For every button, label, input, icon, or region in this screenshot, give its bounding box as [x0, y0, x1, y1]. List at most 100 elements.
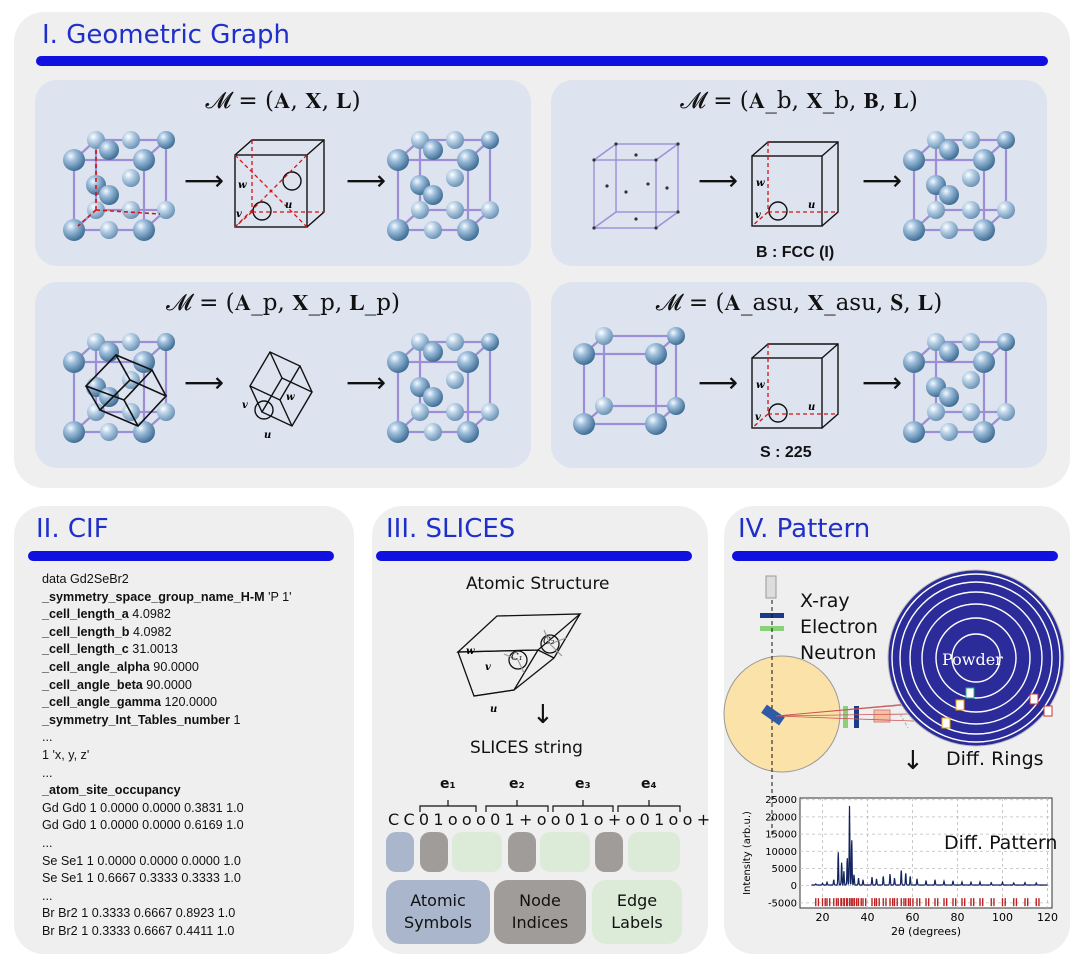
cif-line: _atom_site_occupancy: [42, 782, 292, 800]
cif-line: Gd Gd0 1 0.0000 0.0000 0.3831 1.0: [42, 800, 292, 818]
arrow-right-icon: ⟶: [184, 366, 225, 399]
source-neutron: Neutron: [800, 642, 877, 664]
edge-label-e2: e₂: [509, 776, 525, 792]
cif-line: ...: [42, 765, 292, 783]
cif-value: 90.0000: [142, 677, 192, 692]
cif-value: 90.0000: [149, 659, 199, 674]
section-title-geometric-graph: I. Geometric Graph: [42, 20, 290, 50]
svg-text:v: v: [236, 209, 242, 220]
cif-value: 4.0982: [129, 624, 172, 639]
x-tick-label: 20: [816, 911, 830, 924]
cif-value: Se Se1 1 0.0000 0.0000 0.0000 1.0: [42, 853, 241, 868]
section-title-slices: III. SLICES: [386, 514, 516, 544]
svg-text:v: v: [485, 662, 491, 673]
caption-bravais: B : FCC (I): [756, 244, 835, 261]
arrow-right-icon: ⟶: [346, 366, 387, 399]
atomic-symbol-box: [386, 832, 414, 872]
cif-line: ...: [42, 835, 292, 853]
node-c1: C₁: [511, 652, 523, 663]
cif-line: data Gd2SeBr2: [42, 571, 292, 589]
equation-base: 𝓜 = (𝐀, 𝐗, 𝐋): [205, 88, 361, 114]
cif-value: Br Br2 1 0.3333 0.6667 0.4411 1.0: [42, 923, 235, 938]
section-title-cif: II. CIF: [36, 514, 109, 544]
svg-text:v: v: [755, 210, 761, 221]
title-underline: [732, 551, 1058, 561]
cif-key: _symmetry_Int_Tables_number: [42, 712, 231, 727]
atomic-structure-label: Atomic Structure: [466, 574, 610, 594]
down-arrow-icon: ↓: [902, 746, 924, 776]
title-underline: [36, 56, 1048, 66]
title-underline: [28, 551, 334, 561]
cif-line: Gd Gd0 1 0.0000 0.0000 0.6169 1.0: [42, 817, 292, 835]
cif-line: _cell_angle_alpha 90.0000: [42, 659, 292, 677]
svg-text:u: u: [808, 200, 815, 211]
edge-label-e4: e₄: [641, 776, 657, 792]
edge-label-e3: e₃: [575, 776, 591, 792]
svg-text:u: u: [490, 704, 497, 715]
edge-labels-legend: Edge Labels: [592, 880, 682, 944]
arrow-right-icon: ⟶: [184, 164, 225, 197]
cif-line: Se Se1 1 0.6667 0.3333 0.3333 1.0: [42, 870, 292, 888]
diff-pattern-label: Diff. Pattern: [944, 832, 1058, 854]
svg-text:w: w: [286, 392, 295, 403]
primitive-cell: [249, 351, 313, 427]
node-index-box: [420, 832, 448, 872]
atomic-symbols-legend: Atomic Symbols: [386, 880, 490, 944]
arrow-right-icon: ⟶: [698, 366, 739, 399]
node-index-box: [595, 832, 623, 872]
cif-value: 31.0013: [128, 642, 178, 657]
crystal-illustrations: w u v w u v: [61, 129, 1017, 445]
cif-key: _cell_length_a: [42, 607, 129, 622]
cif-key: _cell_angle_alpha: [42, 659, 150, 674]
y-tick-label: 20000: [765, 812, 797, 823]
cif-value: Se Se1 1 0.6667 0.3333 0.3333 1.0: [42, 871, 241, 886]
pattern-line: [811, 805, 1048, 887]
edge-label-box: [452, 832, 502, 872]
cif-key: _atom_site_occupancy: [42, 783, 181, 798]
node-indices-legend: Node Indices: [494, 880, 586, 944]
cif-key: _cell_angle_beta: [42, 677, 143, 692]
svg-text:w: w: [238, 180, 247, 191]
cif-value: Br Br2 1 0.3333 0.6667 0.8923 1.0: [42, 906, 236, 921]
chart-frame: [799, 797, 1053, 909]
cif-line: 1 'x, y, z': [42, 747, 292, 765]
title-underline: [376, 551, 692, 561]
svg-text:w: w: [756, 380, 765, 391]
y-axis-label: Intensity (arb.u.): [742, 811, 753, 895]
cif-value: ...: [42, 765, 53, 780]
equation-asymmetric: 𝓜 = (𝐀_asu, 𝐗_asu, 𝐒, 𝐋): [655, 290, 943, 316]
svg-text:u: u: [264, 430, 271, 441]
x-tick-label: 40: [861, 911, 875, 924]
source-xray: X-ray: [800, 590, 850, 612]
fcc-crystal: [63, 131, 175, 241]
cif-line: Br Br2 1 0.3333 0.6667 0.4411 1.0: [42, 923, 292, 941]
cif-text: data Gd2SeBr2 _symmetry_space_group_name_…: [42, 571, 292, 940]
cif-value: Gd Gd0 1 0.0000 0.0000 0.3831 1.0: [42, 800, 244, 815]
cif-line: _cell_length_c 31.0013: [42, 641, 292, 659]
cif-value: 1: [230, 712, 241, 727]
cif-key: data Gd2SeBr2: [42, 572, 129, 586]
unit-cell-cube: [234, 139, 325, 228]
cif-value: 'P 1': [264, 589, 292, 604]
cif-value: 120.0000: [161, 695, 218, 710]
cif-line: _cell_angle_beta 90.0000: [42, 677, 292, 695]
y-tick-label: 25000: [765, 795, 797, 806]
x-axis-label: 2θ (degrees): [891, 925, 961, 938]
cif-panel: [14, 506, 354, 954]
node-c2: C₂: [543, 636, 555, 647]
cif-line: _cell_angle_gamma 120.0000: [42, 694, 292, 712]
x-tick-label: 120: [1037, 911, 1058, 924]
caption-space-group: S : 225: [760, 444, 812, 461]
cif-value: 4.0982: [128, 607, 171, 622]
cif-value: ...: [42, 835, 53, 850]
equation-primitive: 𝓜 = (𝐀_p, 𝐗_p, 𝐋_p): [166, 290, 400, 316]
cif-line: _cell_length_a 4.0982: [42, 606, 292, 624]
cif-line: Br Br2 1 0.3333 0.6667 0.8923 1.0: [42, 905, 292, 923]
source-electron: Electron: [800, 616, 878, 638]
cif-key: _symmetry_space_group_name_H-M: [42, 589, 265, 604]
node-index-box: [508, 832, 536, 872]
bravais-lattice-cube: [593, 143, 679, 229]
cif-line: _symmetry_space_group_name_H-M 'P 1': [42, 589, 292, 607]
